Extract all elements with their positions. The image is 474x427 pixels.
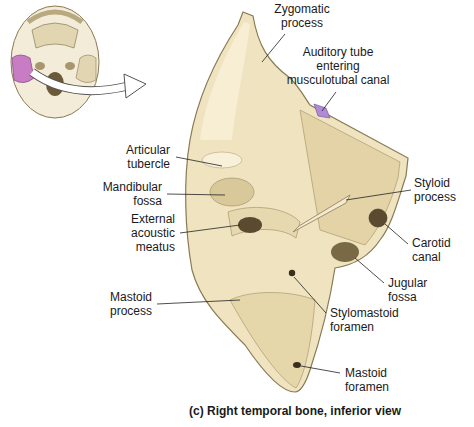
part-label: Mastoid foramen <box>345 366 425 394</box>
part-label: Carotid canal <box>412 236 470 264</box>
part-label: Articular tubercle <box>90 143 170 171</box>
part-label: Zygomatic process <box>262 2 342 30</box>
part-label: Auditory tube entering musculotubal cana… <box>282 45 394 87</box>
pointer-arrow <box>32 72 146 98</box>
part-label: External acoustic meatus <box>93 212 175 254</box>
part-label: Mastoid process <box>78 290 152 318</box>
part-label: Stylomastoid foramen <box>330 306 424 334</box>
part-label: Jugular fossa <box>388 276 450 304</box>
part-label: Styloid process <box>414 176 470 204</box>
part-label: Mandibular fossa <box>88 180 162 208</box>
skull-inset <box>11 6 99 118</box>
temporal-bone <box>186 12 408 392</box>
figure-caption: (c) Right temporal bone, inferior view <box>130 404 460 418</box>
